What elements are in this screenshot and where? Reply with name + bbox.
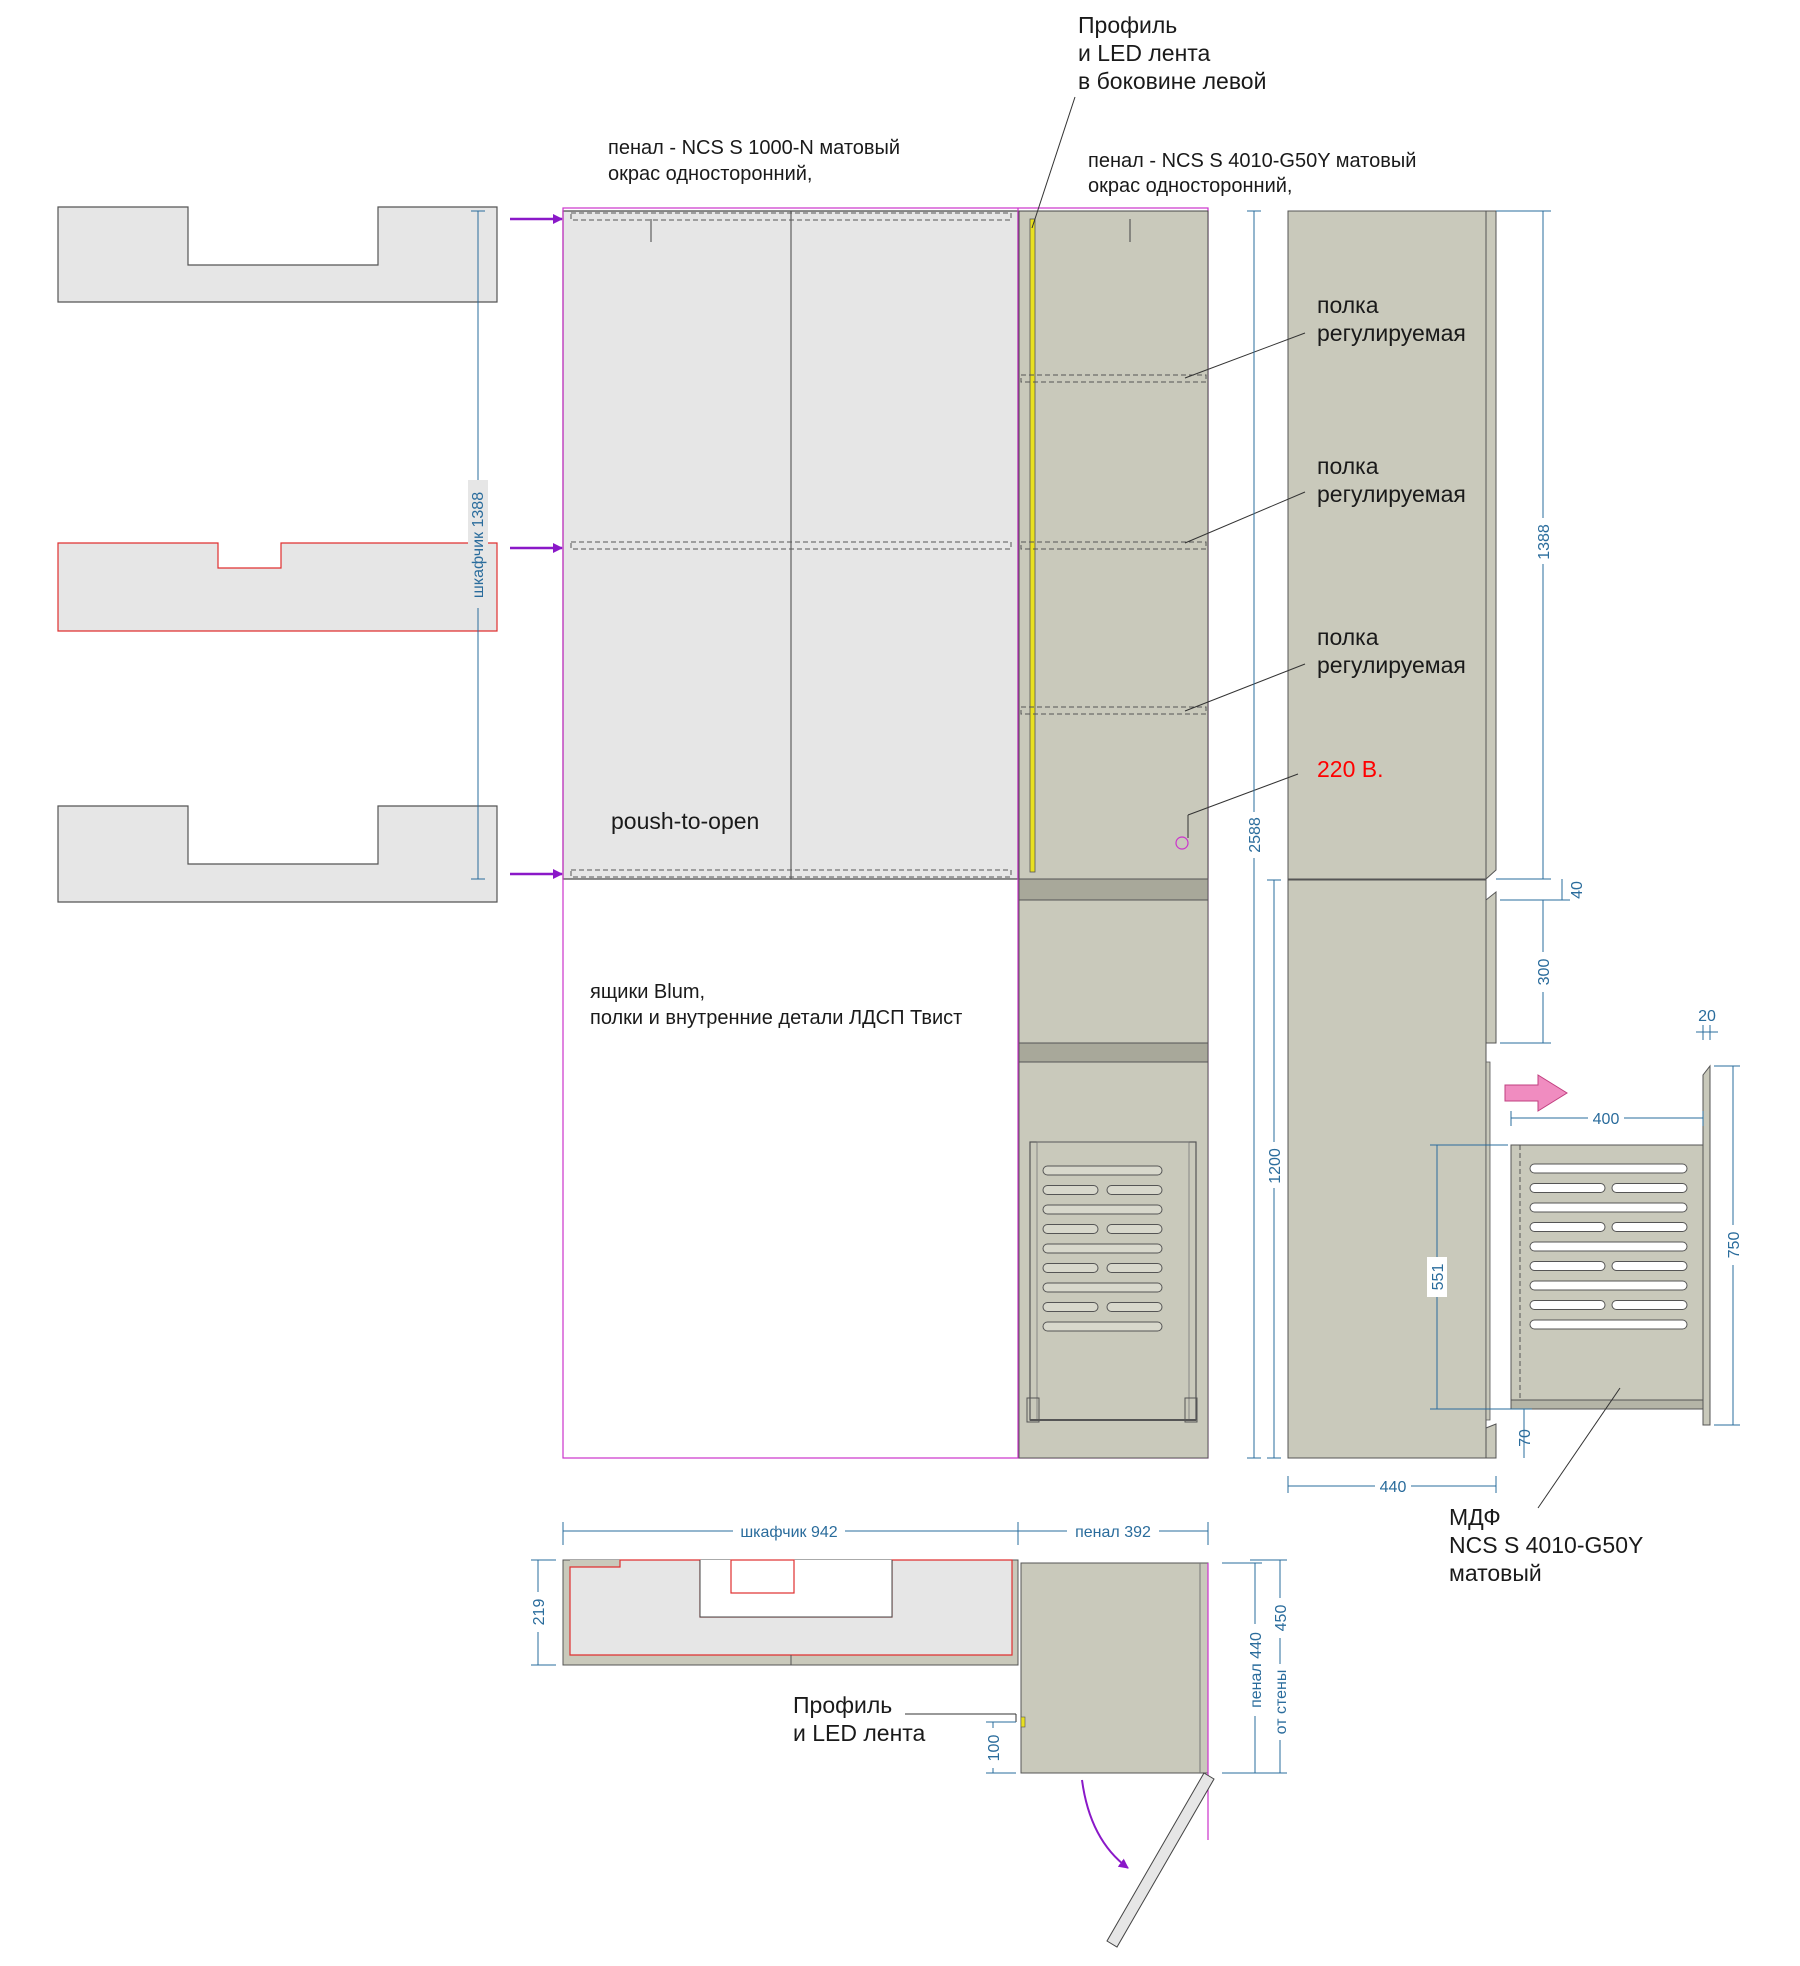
dim-plan-profile-offset: 100 bbox=[986, 1735, 1003, 1762]
drawer-slots-front bbox=[1042, 1165, 1163, 1332]
drawer-slots-side bbox=[1529, 1163, 1688, 1330]
dim-total-height: 2588 bbox=[1247, 817, 1264, 853]
label-penal-right-paint: пенал - NCS S 4010-G50Y матовый окрас од… bbox=[1088, 150, 1422, 197]
vent-slot bbox=[1042, 1224, 1099, 1234]
dim-plan-cabinet-depth: 219 bbox=[531, 1599, 548, 1626]
vent-slot bbox=[1529, 1319, 1688, 1330]
dim-drawer-depth: 400 bbox=[1593, 1111, 1620, 1128]
label-penal-left-paint: пенал - NCS S 1000-N матовый окрас однос… bbox=[608, 137, 906, 185]
dim-drawer-front: 20 bbox=[1698, 1008, 1716, 1025]
vent-slot bbox=[1042, 1321, 1163, 1332]
dim-plan-wall-note: от стены bbox=[1273, 1670, 1290, 1735]
vent-slot bbox=[1042, 1185, 1099, 1195]
vent-slot bbox=[1042, 1165, 1163, 1176]
label-shelf-2: полка регулируемая bbox=[1317, 453, 1466, 507]
dim-plan-penal-width: пенал 392 bbox=[1075, 1524, 1151, 1541]
dim-side-drawer: 300 bbox=[1536, 959, 1553, 986]
dim-plan-penal-depth: пенал 440 bbox=[1248, 1632, 1265, 1708]
vent-slot bbox=[1529, 1202, 1688, 1213]
label-profile-led-left: Профиль и LED лента в боковине левой bbox=[1078, 12, 1266, 94]
section-arrows bbox=[510, 214, 563, 879]
vent-slot bbox=[1611, 1300, 1688, 1310]
vent-slot bbox=[1106, 1263, 1163, 1273]
vent-slot bbox=[1042, 1282, 1163, 1293]
label-push-to-open: poush-to-open bbox=[611, 808, 759, 834]
vent-slot bbox=[1611, 1183, 1688, 1193]
profile-section-middle bbox=[57, 542, 498, 632]
label-shelf-1: полка регулируемая bbox=[1317, 292, 1466, 346]
label-drawers-note: ящики Blum, полки и внутренние детали ЛД… bbox=[590, 981, 962, 1029]
vent-slot bbox=[1611, 1261, 1688, 1271]
label-voltage: 220 В. bbox=[1317, 756, 1384, 782]
dim-side-gap: 40 bbox=[1569, 881, 1586, 899]
vent-slot bbox=[1106, 1224, 1163, 1234]
vent-slot bbox=[1042, 1302, 1099, 1312]
dim-plan-wall-distance: 450 bbox=[1273, 1605, 1290, 1632]
dim-drawer-height: 750 bbox=[1726, 1232, 1743, 1259]
side-view bbox=[1287, 210, 1711, 1459]
profile-section-top bbox=[57, 206, 498, 303]
vent-slot bbox=[1529, 1183, 1606, 1193]
profile-section-bottom bbox=[57, 805, 498, 903]
vent-slot bbox=[1042, 1263, 1099, 1273]
vent-slot bbox=[1529, 1280, 1688, 1291]
vent-slot bbox=[1529, 1222, 1606, 1232]
dim-lower-height: 1200 bbox=[1267, 1148, 1284, 1184]
vent-slot bbox=[1042, 1204, 1163, 1215]
label-profile-led-plan: Профиль и LED лента bbox=[793, 1692, 926, 1746]
plan-view bbox=[562, 1559, 1215, 1948]
dim-side-upper: 1388 bbox=[1536, 524, 1553, 560]
dim-plan-cabinet-width: шкафчик 942 bbox=[740, 1524, 837, 1541]
penal-front bbox=[1018, 210, 1209, 1459]
vent-slot bbox=[1529, 1300, 1606, 1310]
dim-side-bottom: 70 bbox=[1517, 1429, 1534, 1447]
vent-slot bbox=[1042, 1243, 1163, 1254]
vent-slot bbox=[1106, 1302, 1163, 1312]
dim-cabinet-height: шкафчик 1388 bbox=[470, 492, 487, 598]
vent-slot bbox=[1529, 1261, 1606, 1271]
vent-slot bbox=[1611, 1222, 1688, 1232]
dim-side-depth: 440 bbox=[1380, 1479, 1407, 1496]
vent-slot bbox=[1529, 1163, 1688, 1174]
label-shelf-3: полка регулируемая bbox=[1317, 624, 1466, 678]
vent-slot bbox=[1106, 1185, 1163, 1195]
label-mdf-note: МДФ NCS S 4010-G50Y матовый bbox=[1449, 1504, 1649, 1586]
dim-drawer-inner: 551 bbox=[1430, 1264, 1447, 1291]
upper-cabinet bbox=[562, 210, 1019, 880]
leader-lines bbox=[905, 96, 1621, 1722]
vent-slot bbox=[1529, 1241, 1688, 1252]
